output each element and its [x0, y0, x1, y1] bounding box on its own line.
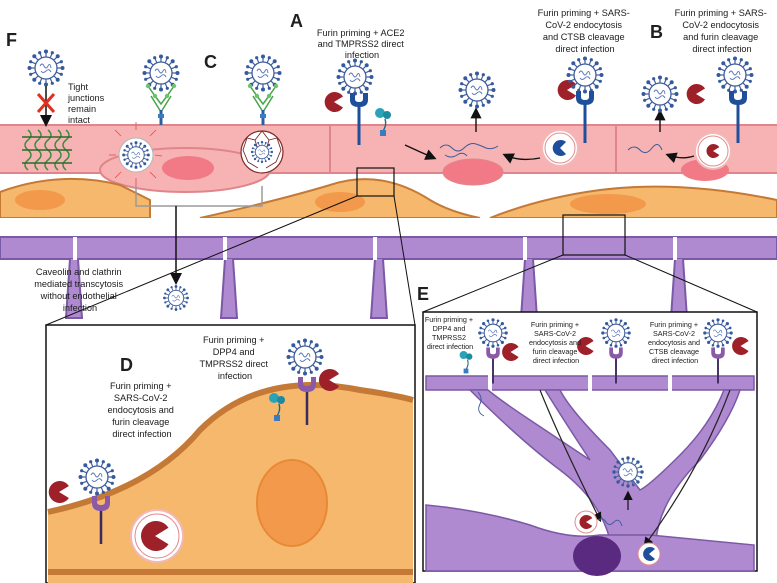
- panel-d-letter: D: [120, 355, 133, 375]
- virus-d1: [77, 457, 117, 497]
- clathrin-vesicle: [240, 130, 284, 174]
- panel-c-letter: C: [204, 52, 217, 72]
- panel-e-letter: E: [417, 284, 429, 304]
- blocked-x-icon: [36, 93, 56, 113]
- label-transcytosis: Caveolin and clathrin mediated transcyto…: [34, 267, 125, 313]
- virus-b-progeny: [640, 74, 680, 114]
- furin-pacman-b: [686, 84, 705, 104]
- virus-a: [335, 57, 375, 97]
- label-e-dpp4: Furin priming + DPP4 and TMPRSS2 direct …: [425, 315, 475, 351]
- virus-d2: [285, 337, 325, 377]
- zoom-box-d: [356, 167, 395, 197]
- label-a: Furin priming + ACE2 and TMPRSS2 direct …: [317, 28, 407, 60]
- zoom-box-e: [562, 214, 626, 256]
- virus-e1: [477, 317, 509, 349]
- endosome-b: [694, 132, 732, 170]
- endosome-d: [130, 509, 184, 563]
- endothelial-nucleus-a: [442, 158, 504, 186]
- panel-f-letter: F: [6, 30, 17, 50]
- label-ctsb: Furin priming + SARS- CoV-2 endocytosis …: [538, 8, 633, 54]
- neuron-layer: [0, 236, 777, 260]
- virus-transcytosed: [162, 284, 190, 312]
- endothelial-nucleus: [162, 156, 214, 180]
- label-d-dpp4: Furin priming + DPP4 and TMPRSS2 direct …: [200, 335, 271, 381]
- endosome-e2: [637, 542, 661, 566]
- virus-b: [715, 55, 755, 95]
- panel-e-nucleus: [573, 536, 621, 576]
- text-labels: F C A B D E Furin priming + ACE2 and TMP…: [6, 8, 770, 439]
- panel-b-letter: B: [650, 22, 663, 42]
- caveolin-vesicle: [109, 122, 163, 186]
- virus-e2: [600, 317, 632, 349]
- furin-pacman-a: [324, 92, 343, 112]
- virus-ctsb: [565, 55, 605, 95]
- panel-d-nucleus: [256, 459, 328, 547]
- endosome-e1: [574, 510, 598, 534]
- label-b: Furin priming + SARS- CoV-2 endocytosis …: [675, 8, 770, 54]
- furin-pacman-ctsb: [557, 80, 576, 100]
- panel-a-letter: A: [290, 11, 303, 31]
- tight-junction: [22, 129, 72, 171]
- panel-e-neuron: [425, 375, 755, 576]
- virus-a-progeny: [457, 70, 497, 110]
- virus-e3: [702, 317, 734, 349]
- label-f: Tight junctions remain intact: [67, 82, 107, 125]
- virus-f: [26, 48, 66, 88]
- label-d-furin: Furin priming + SARS-CoV-2 endocytosis a…: [108, 381, 177, 439]
- virus-e-progeny: [611, 455, 645, 489]
- label-e-furin: Furin priming + SARS-CoV-2 endocytosis a…: [529, 320, 583, 365]
- label-e-ctsb: Furin priming + SARS-CoV-2 endocytosis a…: [648, 320, 702, 365]
